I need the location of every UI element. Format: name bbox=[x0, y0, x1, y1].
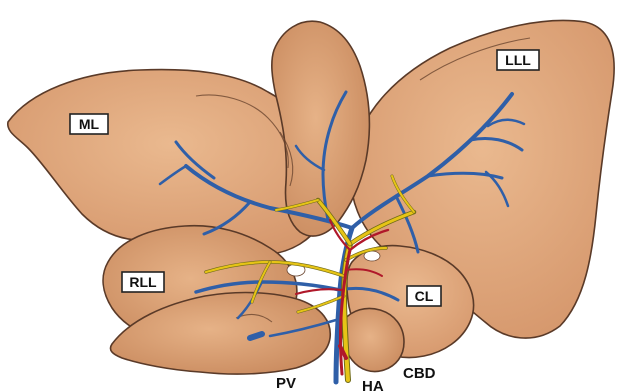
label-cl: CL bbox=[407, 286, 441, 306]
label-rll: RLL bbox=[122, 272, 164, 292]
label-lll: LLL bbox=[497, 50, 539, 70]
label-cl-text: CL bbox=[415, 288, 434, 304]
label-ha: HA bbox=[362, 378, 384, 392]
label-lll-text: LLL bbox=[505, 52, 531, 68]
caudate-process bbox=[342, 308, 404, 371]
label-ml: ML bbox=[70, 114, 108, 134]
label-rll-text: RLL bbox=[129, 274, 157, 290]
label-pv: PV bbox=[276, 375, 296, 392]
label-ml-text: ML bbox=[79, 116, 100, 132]
label-cbd: CBD bbox=[403, 365, 436, 382]
